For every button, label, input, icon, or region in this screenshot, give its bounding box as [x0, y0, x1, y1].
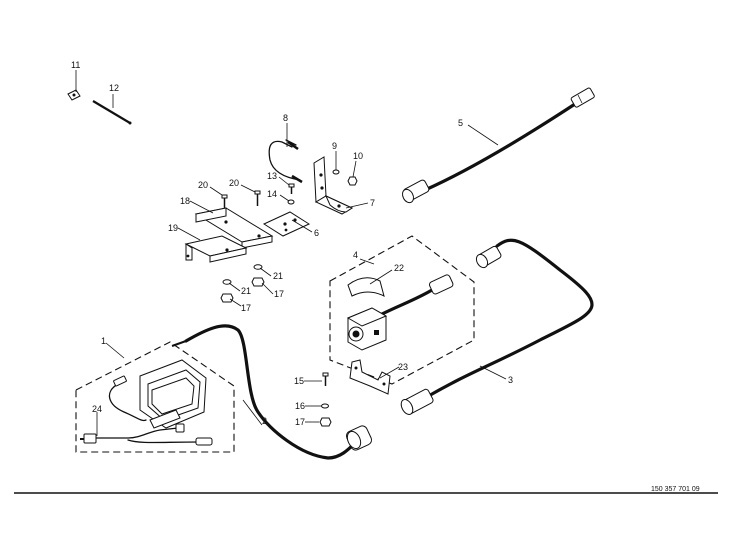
part-5-cable: [401, 87, 595, 204]
callout-3: 3: [508, 375, 513, 385]
callout-11: 11: [71, 60, 80, 70]
callout-17-left: 17: [241, 303, 251, 313]
callout-6: 6: [314, 228, 319, 238]
part-6-plate: [262, 211, 311, 237]
part-17-nut-lower: [319, 417, 332, 427]
part-18-bracket: [194, 207, 274, 249]
callout-21-left: 21: [241, 286, 251, 296]
callout-labels: 11 12 8 9 10 7 6 5 4 22 23 15 16 17 3 2 …: [71, 60, 513, 427]
callout-20-left: 20: [198, 180, 208, 190]
part-3-cable: [400, 238, 594, 415]
callout-23: 23: [398, 362, 408, 372]
callout-15: 15: [294, 376, 304, 386]
drawing-number: 150 357 701 09: [651, 486, 700, 493]
part-13-bolt: [288, 183, 295, 194]
callout-2: 2: [262, 416, 267, 426]
part-20-screw-right: [254, 190, 261, 206]
part-9-washer: [332, 169, 340, 175]
part-8-u-bolt: [268, 139, 303, 184]
part-19-bracket: [184, 235, 248, 263]
part-14-washer: [287, 199, 295, 205]
part-7-angle-bracket: [313, 156, 354, 215]
leader-lines: [75, 70, 507, 436]
callout-1: 1: [101, 336, 106, 346]
callout-21-right: 21: [273, 271, 283, 281]
callout-17-lower: 17: [295, 417, 305, 427]
callout-22: 22: [394, 263, 404, 273]
callout-24: 24: [92, 404, 102, 414]
callout-12: 12: [109, 83, 119, 93]
part-10-nut: [347, 176, 358, 186]
callout-17-right: 17: [274, 289, 284, 299]
callout-5: 5: [458, 118, 463, 128]
callout-20-right: 20: [229, 178, 239, 188]
callout-18: 18: [180, 196, 190, 206]
part-11-clip: [67, 89, 81, 101]
group-4-camera-assembly: [329, 235, 475, 395]
part-12-cable-tie: [92, 100, 132, 125]
callout-10: 10: [353, 151, 363, 161]
callout-19: 19: [168, 223, 178, 233]
part-15-bolt: [322, 372, 329, 386]
callout-8: 8: [283, 113, 288, 123]
callout-9: 9: [332, 141, 337, 151]
group-1-monitor-assembly: [75, 341, 235, 453]
callout-7: 7: [370, 198, 375, 208]
callout-4: 4: [353, 250, 358, 260]
part-17-nut-right: [251, 277, 265, 287]
callout-14: 14: [267, 189, 277, 199]
callout-13: 13: [267, 171, 277, 181]
callout-16: 16: [295, 401, 305, 411]
part-16-washer: [321, 403, 329, 409]
part-17-nut-left: [220, 293, 234, 303]
